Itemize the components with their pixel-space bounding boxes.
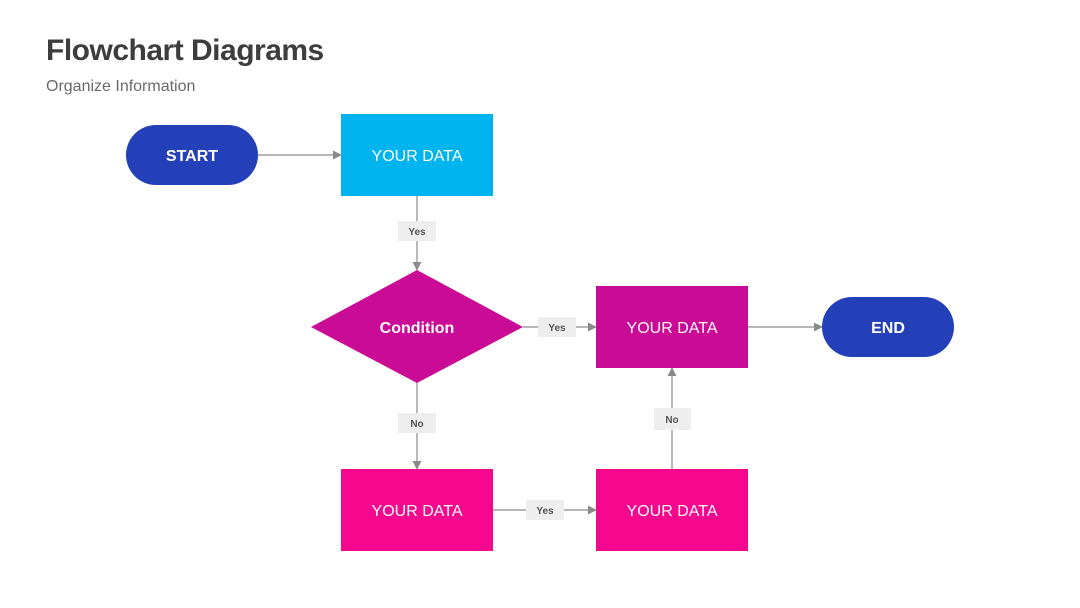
svg-text:Yes: Yes xyxy=(408,227,426,238)
edge-label-step-no-to-step-loop: Yes xyxy=(526,500,564,520)
edge-label-step-loop-to-step-yes: No xyxy=(654,408,691,430)
node-condition: Condition xyxy=(311,270,523,383)
node-step-no: YOUR DATA xyxy=(341,469,493,551)
edge-label-condition-to-step-no: No xyxy=(398,413,436,433)
node-step1: YOUR DATA xyxy=(341,114,493,196)
svg-text:YOUR DATA: YOUR DATA xyxy=(627,320,718,337)
edge-label-step1-to-condition: Yes xyxy=(398,221,436,241)
svg-text:YOUR DATA: YOUR DATA xyxy=(372,148,463,165)
svg-text:END: END xyxy=(871,320,905,337)
node-end: END xyxy=(822,297,954,357)
svg-text:Yes: Yes xyxy=(536,506,554,517)
page-title: Flowchart Diagrams xyxy=(46,34,324,67)
svg-text:No: No xyxy=(665,415,678,426)
svg-text:YOUR DATA: YOUR DATA xyxy=(372,503,463,520)
page-subtitle: Organize Information xyxy=(46,78,196,95)
svg-text:YOUR DATA: YOUR DATA xyxy=(627,503,718,520)
node-step-yes: YOUR DATA xyxy=(596,286,748,368)
svg-text:START: START xyxy=(166,148,218,165)
edge-label-condition-to-step-yes: Yes xyxy=(538,317,576,337)
svg-text:No: No xyxy=(410,419,423,430)
node-step-loop: YOUR DATA xyxy=(596,469,748,551)
svg-text:Condition: Condition xyxy=(380,320,455,337)
node-start: START xyxy=(126,125,258,185)
svg-text:Yes: Yes xyxy=(548,323,566,334)
